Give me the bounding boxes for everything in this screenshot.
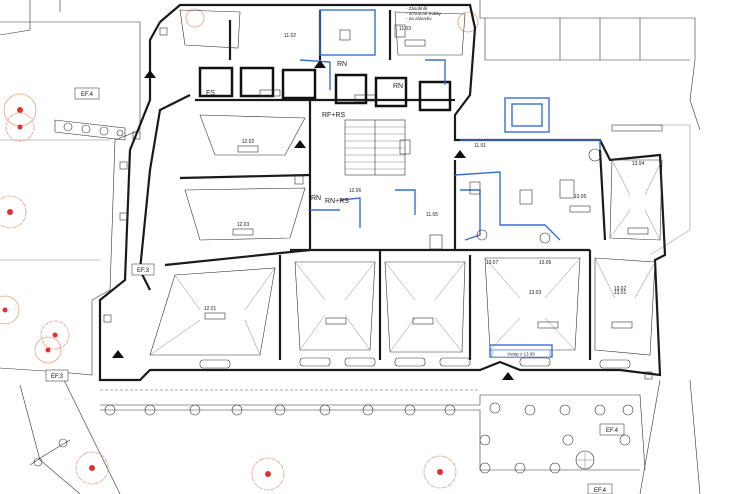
zone-label-ef4-right: EF.4 — [599, 423, 625, 436]
shaft-label-rn-rs: RN+RS — [325, 198, 349, 205]
tree-1 — [3, 93, 37, 127]
svg-text:EF.3: EF.3 — [51, 374, 64, 380]
room-1301: 13.01 — [614, 290, 627, 296]
room-1304: 13.04 — [632, 161, 645, 167]
tree-11 — [185, 8, 205, 28]
room-area-tags — [204, 39, 649, 329]
svg-text:EF.4: EF.4 — [81, 92, 94, 98]
room-labels: 12.02 12.03 12.01 13.01 13.02 13.03 13.0… — [204, 26, 645, 312]
room-1102: 11.02 — [284, 33, 296, 39]
tree-5 — [40, 320, 70, 350]
room-1303: 13.03 — [529, 290, 542, 296]
zone-label-ef3-mid: EF.3 — [131, 263, 155, 276]
shaft-label-rn-small: RN — [311, 195, 321, 202]
room-1103: 11.03 — [399, 26, 411, 32]
service-lines — [299, 9, 601, 358]
tree-4 — [0, 295, 20, 325]
bike-stands — [54, 119, 126, 141]
radiators — [199, 357, 631, 369]
section-mark-left — [33, 438, 68, 467]
terrace-columns — [100, 389, 646, 474]
room-1203: 12.03 — [237, 222, 250, 228]
tree-3 — [0, 195, 27, 229]
tree-2 — [5, 112, 35, 142]
room-1306: 13.06 — [539, 260, 552, 266]
shaft-label-rn-mid: RN — [393, 83, 403, 90]
svg-text:EF.3: EF.3 — [137, 268, 150, 274]
trees — [0, 8, 479, 491]
fixtures — [112, 24, 663, 470]
room-1305: 13.05 — [574, 194, 587, 200]
shaft-label-rf-rs: RF+RS — [322, 112, 345, 119]
tree-7 — [75, 451, 109, 485]
room-1105: 11.05 — [426, 212, 438, 218]
note-line-2: - ochranné trubky — [406, 11, 442, 16]
entrance-notice: Vstup z 13.09 — [491, 349, 551, 358]
room-1206: 12.06 — [349, 188, 362, 194]
building-walls — [98, 3, 667, 382]
shaft-label-rn-top: RN — [337, 61, 347, 68]
note-line-1: - Zásobník — [406, 6, 428, 11]
tree-8 — [251, 457, 285, 491]
window-row — [198, 66, 452, 112]
svg-text:EF.4: EF.4 — [594, 488, 607, 494]
note-line-3: - na zásuvku — [406, 16, 432, 21]
zone-label-ef4-left: EF.4 — [74, 87, 100, 100]
tree-9 — [423, 455, 457, 489]
room-1202: 12.02 — [242, 139, 255, 145]
room-1201: 12.01 — [204, 306, 217, 312]
tree-6 — [34, 336, 62, 364]
tree-10 — [457, 11, 479, 33]
room-1101: 11.01 — [474, 143, 486, 149]
svg-text:EF.4: EF.4 — [606, 428, 619, 434]
svg-text:Vstup z 13.09: Vstup z 13.09 — [507, 352, 535, 357]
room-hip-lines — [149, 9, 663, 356]
shaft-label-fs: FS — [206, 90, 215, 97]
level-markers — [29, 27, 653, 466]
zone-label-ef4-bottom: EF.4 — [587, 483, 613, 494]
zone-label-ef3-low: EF.3 — [45, 369, 69, 382]
room-1307: 13.07 — [486, 260, 499, 266]
staircase — [344, 119, 406, 176]
room-1302: 13.02 — [614, 286, 627, 292]
site-outline — [0, 0, 701, 494]
